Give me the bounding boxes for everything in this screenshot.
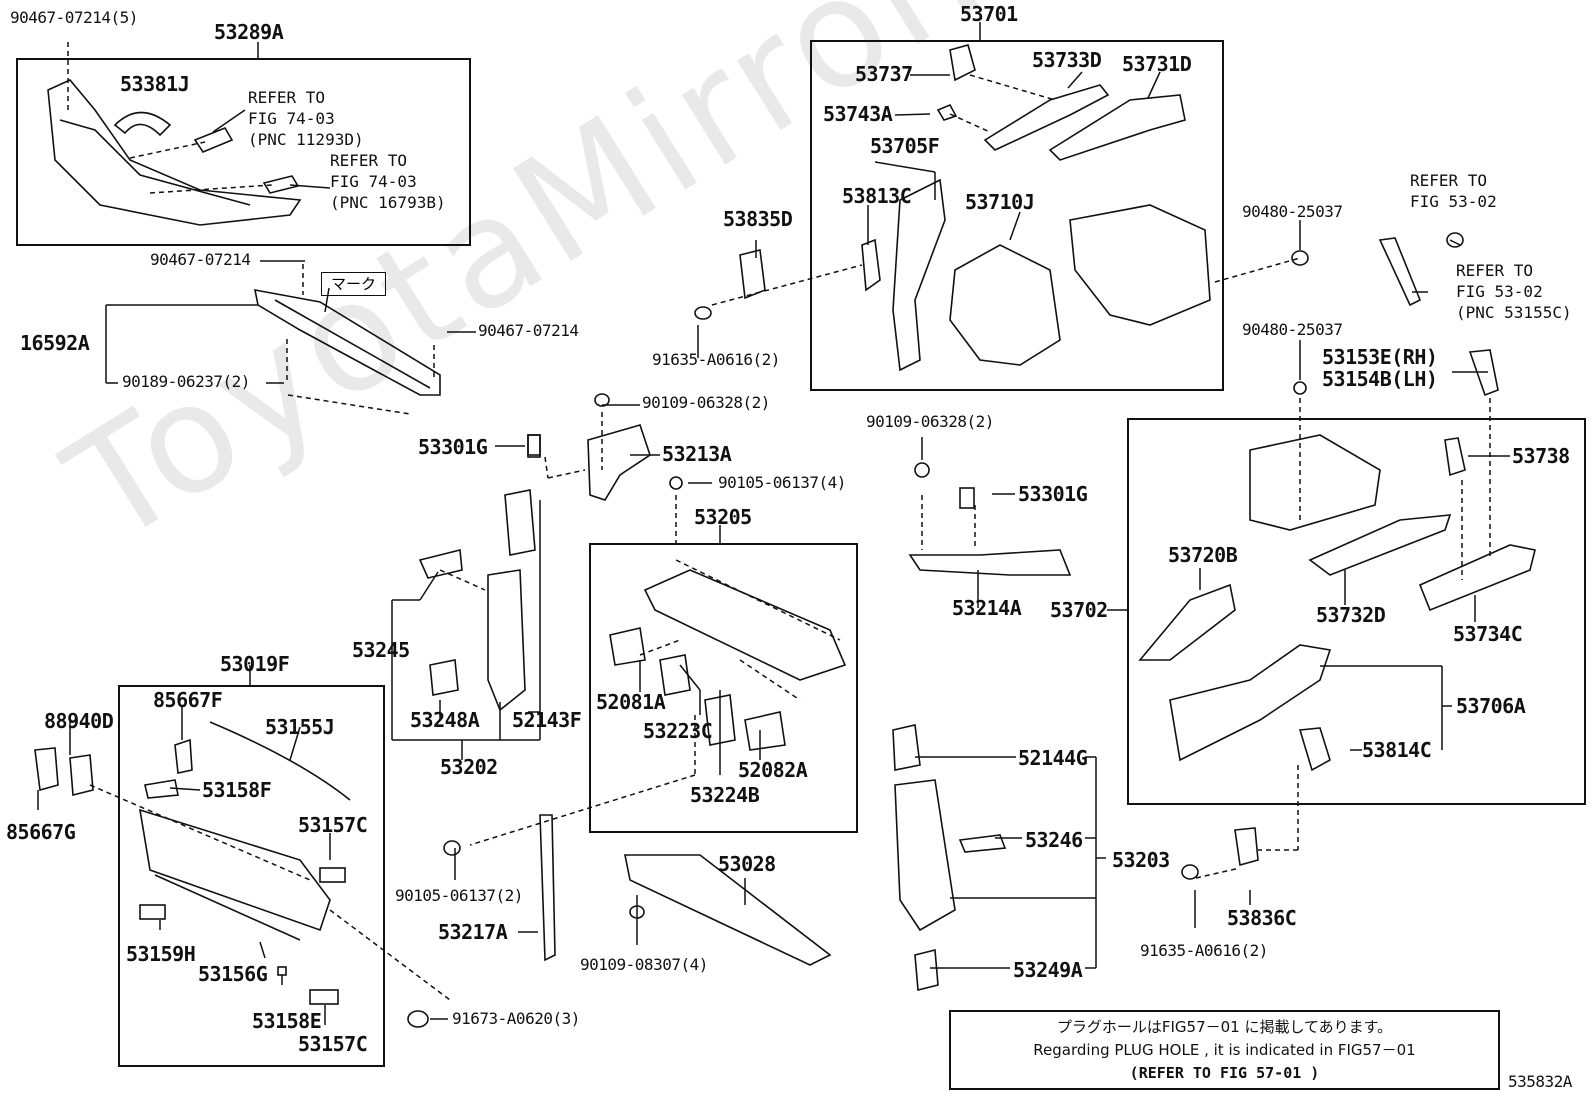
label-53701: 53701 [960,2,1018,26]
label-85667f: 85667F [153,688,223,712]
label-90109-06328-2-right: 90109-06328(2) [866,412,994,431]
label-52143f: 52143F [512,708,582,732]
label-53381j: 53381J [120,72,190,96]
refer-note-fig53-02-53155c: REFER TO FIG 53-02 (PNC 53155C) [1456,261,1572,322]
label-16592a: 16592A [20,331,90,355]
label-53705f: 53705F [870,134,940,158]
label-53157c-top: 53157C [298,813,368,837]
label-53732d: 53732D [1316,603,1386,627]
label-91635-a0616-2-top: 91635-A0616(2) [652,350,780,369]
label-53158e: 53158E [252,1009,322,1033]
label-53813c: 53813C [842,184,912,208]
label-53720b: 53720B [1168,543,1238,567]
label-53158f: 53158F [202,778,272,802]
label-53205: 53205 [694,505,752,529]
label-53157c-bottom: 53157C [298,1032,368,1056]
label-90109-08307-4: 90109-08307(4) [580,955,708,974]
plug-hole-note: プラグホールはFIG57－01 に掲載してあります。 Regarding PLU… [949,1010,1500,1090]
label-53028: 53028 [718,852,776,876]
label-53814c: 53814C [1362,738,1432,762]
label-53246: 53246 [1025,828,1083,852]
label-53734c: 53734C [1453,622,1523,646]
figure-code: 535832A [1508,1072,1572,1091]
label-53836c: 53836C [1227,906,1297,930]
group-box-53289a [16,58,471,246]
label-90467-07214-right: 90467-07214 [478,321,579,340]
group-box-53701 [810,40,1224,391]
label-91635-a0616-2-bottom: 91635-A0616(2) [1140,941,1268,960]
label-53249a: 53249A [1013,958,1083,982]
label-53223c: 53223C [643,719,713,743]
note-line-japanese: プラグホールはFIG57－01 に掲載してあります。 [1056,1018,1393,1036]
note-line-english: Regarding PLUG HOLE , it is indicated in… [1033,1041,1416,1059]
label-90467-07214-top: 90467-07214 [150,250,251,269]
label-53203: 53203 [1112,848,1170,872]
label-53248a: 53248A [410,708,480,732]
group-box-53019f [118,685,385,1067]
label-52081a: 52081A [596,690,666,714]
label-90109-06328-2-left: 90109-06328(2) [642,393,770,412]
label-53289a: 53289A [214,20,284,44]
label-53743a: 53743A [823,102,893,126]
marker-box: マーク [321,272,386,296]
label-53214a: 53214A [952,596,1022,620]
label-53217a: 53217A [438,920,508,944]
label-53733d: 53733D [1032,48,1102,72]
refer-note-fig74-16793b: REFER TO FIG 74-03 (PNC 16793B) [330,151,446,212]
label-53710j: 53710J [965,190,1035,214]
label-91673-a0620-3: 91673-A0620(3) [452,1009,580,1028]
label-53835d: 53835D [723,207,793,231]
part-sketches [34,44,1536,1028]
label-53702: 53702 [1050,598,1108,622]
note-line-refer: (REFER TO FIG 57-01 ) [1129,1064,1320,1082]
label-90189-06237-2: 90189-06237(2) [122,372,250,391]
label-53706a: 53706A [1456,694,1526,718]
label-53245: 53245 [352,638,410,662]
label-90467-07214-5: 90467-07214(5) [10,8,138,27]
label-90105-06137-4: 90105-06137(4) [718,473,846,492]
label-53153e-rh: 53153E(RH) [1322,345,1438,369]
label-88940d: 88940D [44,709,114,733]
label-90105-06137-2: 90105-06137(2) [395,886,523,905]
label-53301g-left: 53301G [418,435,488,459]
label-53301g-right: 53301G [1018,482,1088,506]
label-53156g: 53156G [198,962,268,986]
label-53737: 53737 [855,62,913,86]
label-53224b: 53224B [690,783,760,807]
label-52082a: 52082A [738,758,808,782]
label-53154b-lh: 53154B(LH) [1322,367,1438,391]
label-90480-25037-top: 90480-25037 [1242,202,1343,221]
label-90480-25037-mid: 90480-25037 [1242,320,1343,339]
group-box-53702 [1127,418,1586,805]
label-53213a: 53213A [662,442,732,466]
label-53155j: 53155J [265,715,335,739]
label-53019f: 53019F [220,652,290,676]
label-53738: 53738 [1512,444,1570,468]
label-85667g: 85667G [6,820,76,844]
label-52144g: 52144G [1018,746,1088,770]
refer-note-fig74-11293d: REFER TO FIG 74-03 (PNC 11293D) [248,88,364,149]
label-53159h: 53159H [126,942,196,966]
label-53731d: 53731D [1122,52,1192,76]
label-53202: 53202 [440,755,498,779]
group-box-53205 [589,543,858,833]
refer-note-fig53-02: REFER TO FIG 53-02 [1410,171,1497,211]
